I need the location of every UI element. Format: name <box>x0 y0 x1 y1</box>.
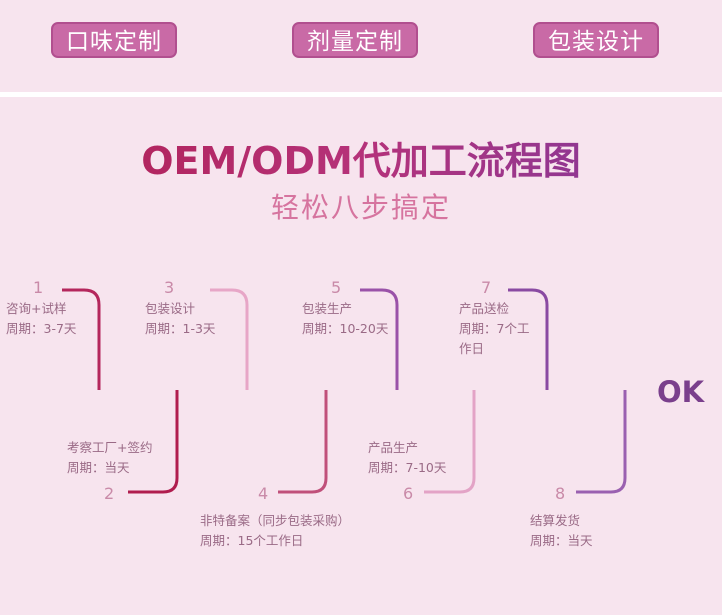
page-subtitle: 轻松八步搞定 <box>270 191 451 224</box>
step-8-period: 周期：当天 <box>530 533 593 548</box>
step-2-connector <box>128 390 179 494</box>
step-7-number: 7 <box>481 278 491 297</box>
step-2-period: 周期：当天 <box>67 460 130 475</box>
step-3-name: 包装设计 <box>145 301 195 316</box>
step-6-name: 产品生产 <box>368 440 418 455</box>
step-1-connector <box>62 288 101 390</box>
tag-dosage-custom[interactable]: 剂量定制 <box>292 22 418 58</box>
step-1-number: 1 <box>33 278 43 297</box>
step-7-period-cont: 作日 <box>459 341 484 356</box>
step-5-period: 周期：10-20天 <box>302 321 389 336</box>
tag-flavor-custom[interactable]: 口味定制 <box>51 22 177 58</box>
tag-packaging-design[interactable]: 包装设计 <box>533 22 659 58</box>
step-6-connector <box>424 390 476 494</box>
main-panel <box>0 97 722 615</box>
step-6-period: 周期：7-10天 <box>368 460 447 475</box>
step-7-period: 周期：7个工 <box>459 321 529 336</box>
step-4-name: 非特备案（同步包装采购） <box>200 513 350 528</box>
step-4-period: 周期：15个工作日 <box>200 533 303 548</box>
step-3-period: 周期：1-3天 <box>145 321 216 336</box>
step-5-name: 包装生产 <box>302 301 352 316</box>
step-6-number: 6 <box>403 484 413 503</box>
page-title: OEM/ODM代加工流程图 <box>0 130 722 185</box>
step-5-connector <box>360 288 399 390</box>
step-5-number: 5 <box>331 278 341 297</box>
step-7-connector <box>508 288 549 390</box>
step-8-name: 结算发货 <box>530 513 580 528</box>
step-7-name: 产品送检 <box>459 301 510 316</box>
step-1-name: 咨询+试样 <box>6 301 66 316</box>
step-1-period: 周期：3-7天 <box>6 321 77 336</box>
step-2-name: 考察工厂+签约 <box>67 440 152 455</box>
step-4-connector <box>278 390 328 494</box>
step-2-number: 2 <box>104 484 114 503</box>
step-8-number: 8 <box>555 484 565 503</box>
step-4-number: 4 <box>258 484 268 503</box>
step-3-connector <box>210 288 249 390</box>
end-ok-label: OK <box>657 375 706 409</box>
step-3-number: 3 <box>164 278 174 297</box>
step-8-connector <box>576 390 627 494</box>
